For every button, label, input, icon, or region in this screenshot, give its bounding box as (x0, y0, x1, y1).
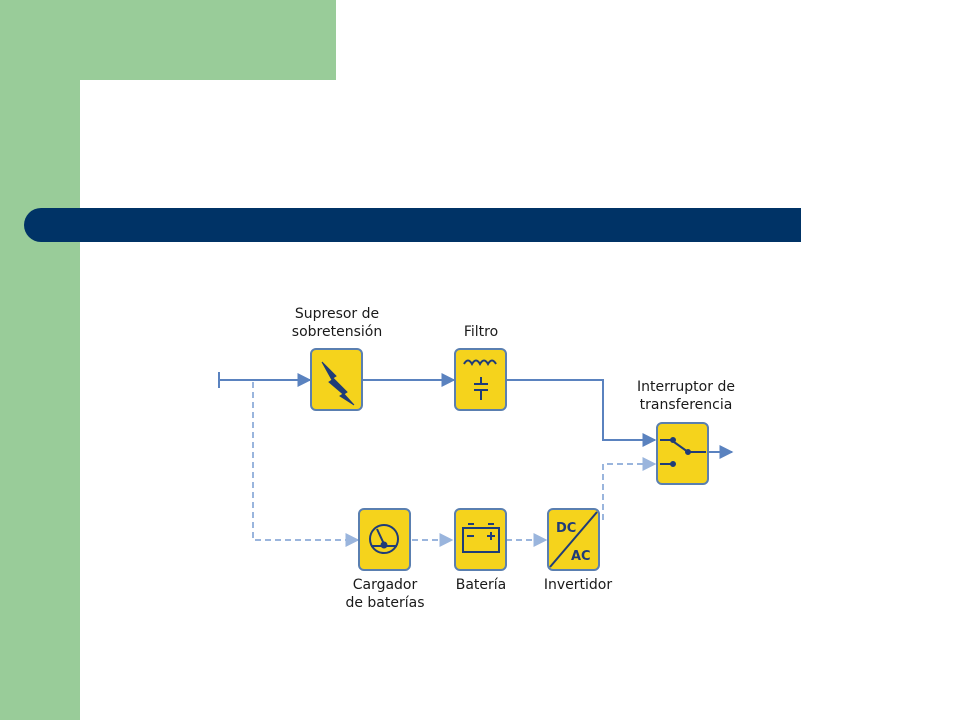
transfer-switch-label-line2: transferencia (640, 397, 733, 413)
transfer-switch-block (656, 422, 709, 485)
lightning-icon (321, 361, 355, 406)
sidebar-green-left (0, 0, 80, 720)
title-bar (24, 208, 801, 242)
filter-label: Filtro (464, 324, 498, 340)
inverter-block: DC AC (547, 508, 600, 571)
dc-ac-icon: DC AC (549, 511, 598, 568)
battery-charger-label-line1: Cargador (353, 577, 418, 593)
input-to-charger-line (252, 382, 360, 547)
surge-suppressor-block (310, 348, 363, 411)
block-labels: Supresor de sobretensión Filtro Interrup… (292, 306, 735, 611)
battery-block (454, 508, 507, 571)
surge-suppressor-label-line2: sobretensión (292, 324, 382, 340)
switch-icon (660, 437, 706, 467)
inverter-ac-text: AC (571, 549, 591, 564)
battery-charger-label-line2: de baterías (345, 595, 424, 611)
inverter-dc-text: DC (556, 521, 576, 536)
surge-suppressor-label-line1: Supresor de (295, 306, 379, 322)
battery-power-path (252, 382, 657, 547)
main-power-path (218, 372, 734, 459)
filter-to-switch-line (506, 379, 657, 447)
transfer-switch-label-line1: Interruptor de (637, 379, 735, 395)
inverter-label: Invertidor (544, 577, 612, 593)
filter-block (454, 348, 507, 411)
gauge-icon (369, 524, 399, 554)
content-area-corner (80, 80, 170, 170)
battery-charger-block (358, 508, 411, 571)
battery-label: Batería (456, 577, 507, 593)
inverter-to-switch-line (602, 457, 657, 520)
battery-icon (462, 523, 500, 553)
coil-capacitor-icon (463, 359, 497, 400)
